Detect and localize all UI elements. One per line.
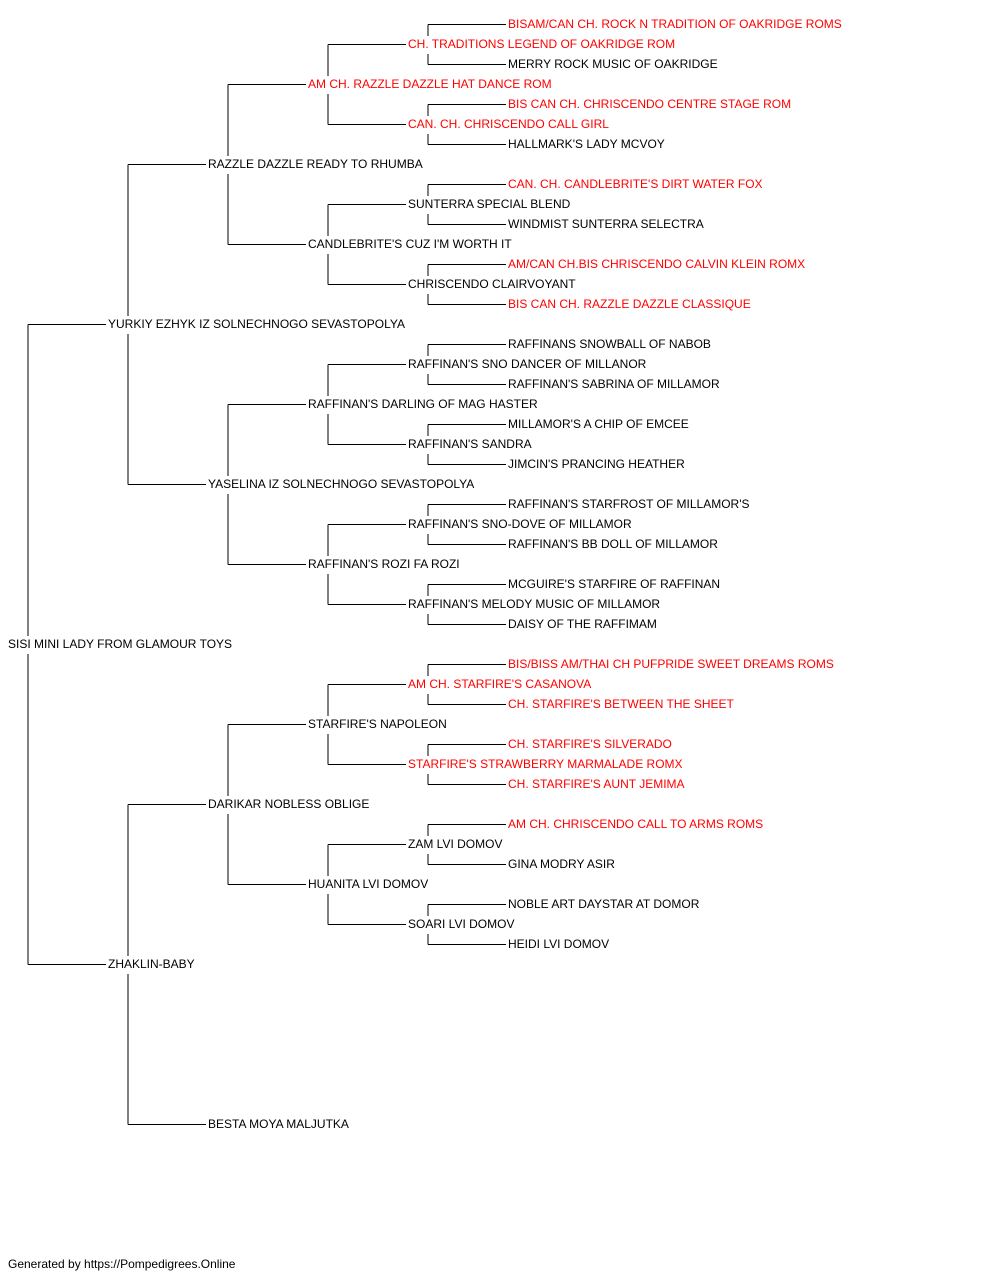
pedigree-node: BIS CAN CH. RAZZLE DAZZLE CLASSIQUE	[506, 297, 753, 311]
pedigree-node: ZHAKLIN-BABY	[106, 957, 197, 971]
pedigree-node: CAN. CH. CHRISCENDO CALL GIRL	[406, 117, 611, 131]
pedigree-node: CHRISCENDO CLAIRVOYANT	[406, 277, 578, 291]
pedigree-node: CANDLEBRITE'S CUZ I'M WORTH IT	[306, 237, 514, 251]
pedigree-node: HALLMARK'S LADY MCVOY	[506, 137, 667, 151]
pedigree-node: BIS/BISS AM/THAI CH PUFPRIDE SWEET DREAM…	[506, 657, 836, 671]
pedigree-node: RAFFINAN'S SANDRA	[406, 437, 534, 451]
pedigree-node: RAFFINAN'S SABRINA OF MILLAMOR	[506, 377, 722, 391]
pedigree-node: AM CH. CHRISCENDO CALL TO ARMS ROMS	[506, 817, 766, 831]
pedigree-node: RAZZLE DAZZLE READY TO RHUMBA	[206, 157, 425, 171]
pedigree-node: MERRY ROCK MUSIC OF OAKRIDGE	[506, 57, 720, 71]
pedigree-node: STARFIRE'S STRAWBERRY MARMALADE ROMX	[406, 757, 685, 771]
pedigree-node: CH. STARFIRE'S BETWEEN THE SHEET	[506, 697, 736, 711]
pedigree-node: SISI MINI LADY FROM GLAMOUR TOYS	[6, 637, 235, 651]
pedigree-node: SUNTERRA SPECIAL BLEND	[406, 197, 573, 211]
pedigree-node: RAFFINAN'S ROZI FA ROZI	[306, 557, 462, 571]
pedigree-node: BIS CAN CH. CHRISCENDO CENTRE STAGE ROM	[506, 97, 794, 111]
pedigree-node: RAFFINAN'S SNO DANCER OF MILLANOR	[406, 357, 649, 371]
pedigree-node: SOARI LVI DOMOV	[406, 917, 517, 931]
pedigree-node: HUANITA LVI DOMOV	[306, 877, 431, 891]
pedigree-node: AM/CAN CH.BIS CHRISCENDO CALVIN KLEIN RO…	[506, 257, 808, 271]
pedigree-node: CH. TRADITIONS LEGEND OF OAKRIDGE ROM	[406, 37, 678, 51]
pedigree-node: RAFFINAN'S SNO-DOVE OF MILLAMOR	[406, 517, 634, 531]
pedigree-node: AM CH. RAZZLE DAZZLE HAT DANCE ROM	[306, 77, 554, 91]
pedigree-node: CH. STARFIRE'S AUNT JEMIMA	[506, 777, 687, 791]
pedigree-node: YASELINA IZ SOLNECHNOGO SEVASTOPOLYA	[206, 477, 477, 491]
pedigree-node: RAFFINANS SNOWBALL OF NABOB	[506, 337, 713, 351]
pedigree-node: RAFFINAN'S MELODY MUSIC OF MILLAMOR	[406, 597, 663, 611]
pedigree-node: YURKIY EZHYK IZ SOLNECHNOGO SEVASTOPOLYA	[106, 317, 407, 331]
pedigree-node: ZAM LVI DOMOV	[406, 837, 505, 851]
pedigree-node: GINA MODRY ASIR	[506, 857, 617, 871]
pedigree-node: CH. STARFIRE'S SILVERADO	[506, 737, 674, 751]
pedigree-node: AM CH. STARFIRE'S CASANOVA	[406, 677, 594, 691]
pedigree-node: WINDMIST SUNTERRA SELECTRA	[506, 217, 706, 231]
pedigree-node: RAFFINAN'S BB DOLL OF MILLAMOR	[506, 537, 720, 551]
pedigree-node: DARIKAR NOBLESS OBLIGE	[206, 797, 372, 811]
pedigree-node: BESTA MOYA MALJUTKA	[206, 1117, 351, 1131]
pedigree-node: RAFFINAN'S DARLING OF MAG HASTER	[306, 397, 540, 411]
pedigree-node: RAFFINAN'S STARFROST OF MILLAMOR'S	[506, 497, 752, 511]
pedigree-node: MILLAMOR'S A CHIP OF EMCEE	[506, 417, 691, 431]
pedigree-node: DAISY OF THE RAFFIMAM	[506, 617, 659, 631]
pedigree-node: BISAM/CAN CH. ROCK N TRADITION OF OAKRID…	[506, 17, 844, 31]
pedigree-node: MCGUIRE'S STARFIRE OF RAFFINAN	[506, 577, 723, 591]
pedigree-node: HEIDI LVI DOMOV	[506, 937, 612, 951]
pedigree-node: CAN. CH. CANDLEBRITE'S DIRT WATER FOX	[506, 177, 765, 191]
pedigree-node: STARFIRE'S NAPOLEON	[306, 717, 449, 731]
pedigree-node: NOBLE ART DAYSTAR AT DOMOR	[506, 897, 702, 911]
footer-credit: Generated by https://Pompedigrees.Online	[8, 1257, 236, 1271]
pedigree-node: JIMCIN'S PRANCING HEATHER	[506, 457, 687, 471]
